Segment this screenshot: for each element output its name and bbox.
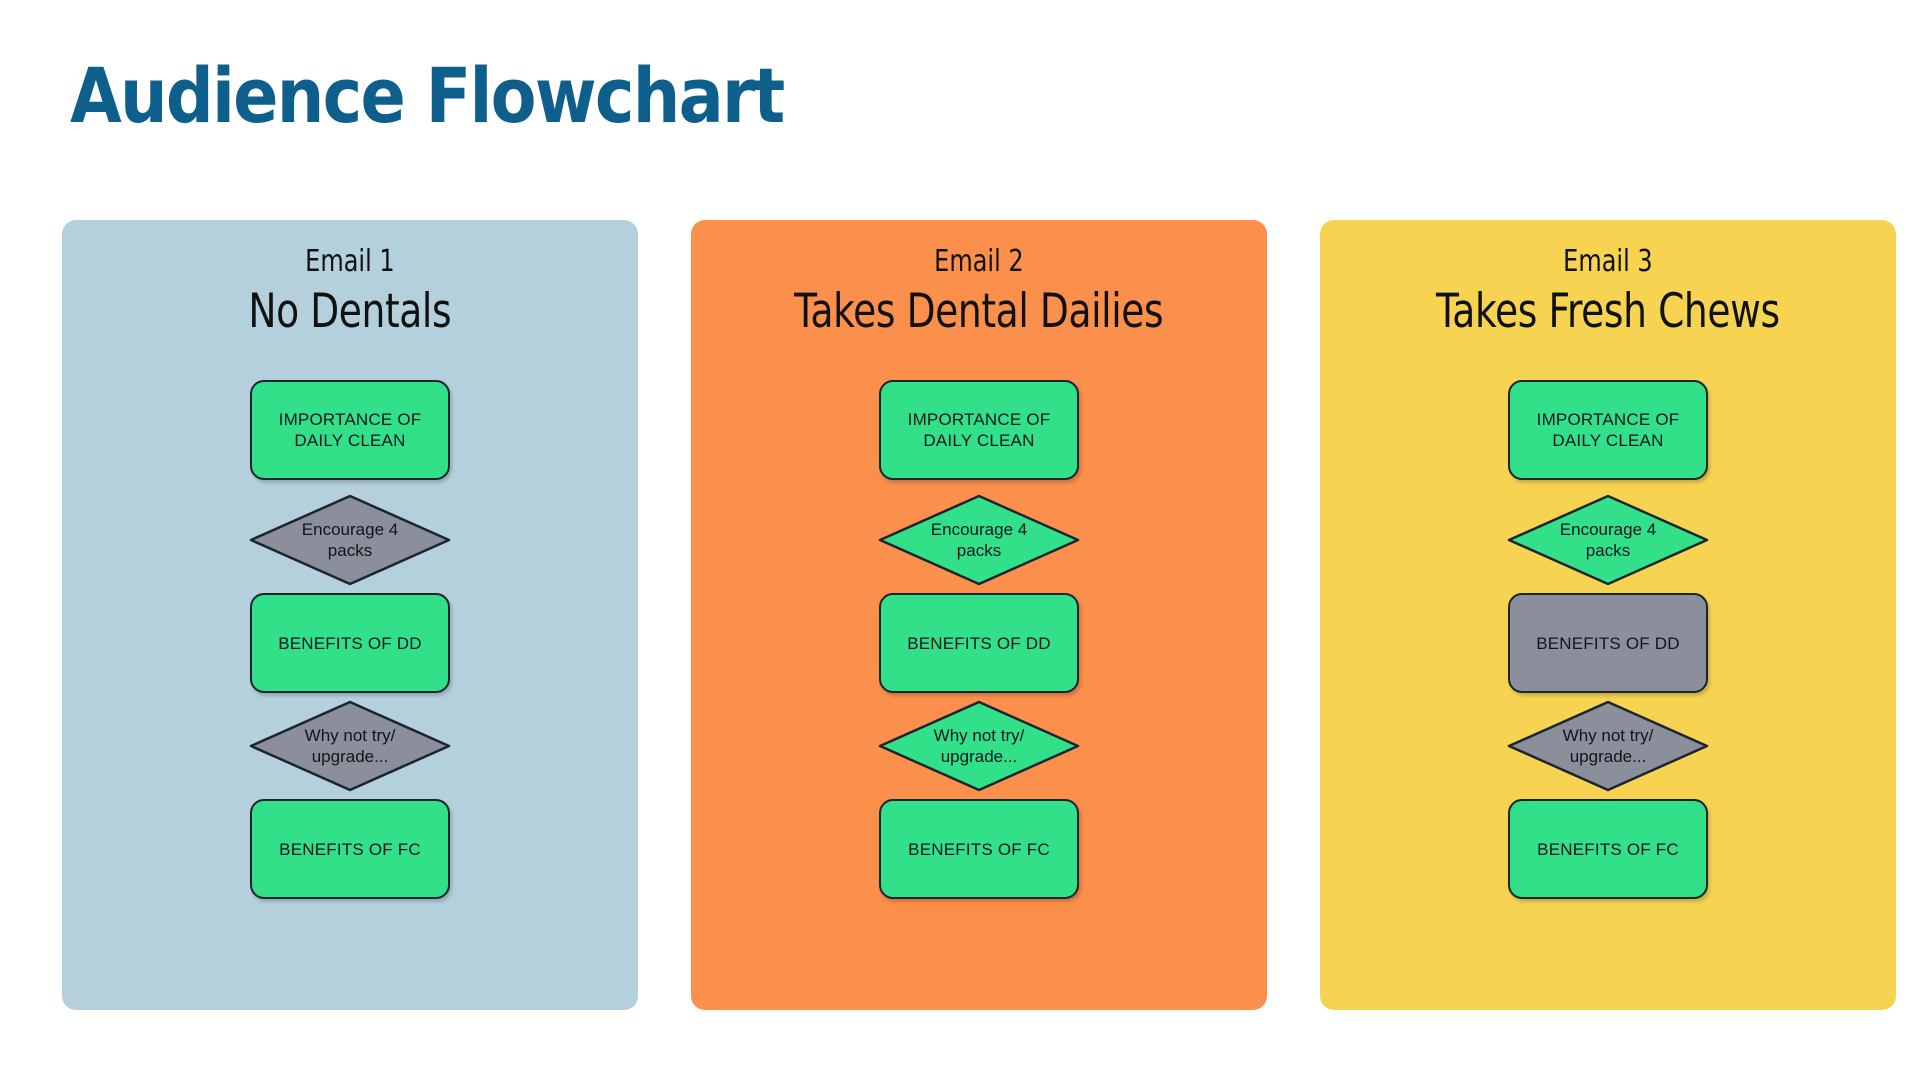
flow-node-label: Encourage 4 packs xyxy=(301,520,399,561)
column-eyebrow: Email 3 xyxy=(1563,244,1653,279)
diamond-shape-icon xyxy=(878,495,1080,586)
flow-stack: IMPORTANCE OF DAILY CLEAN Encourage 4 pac… xyxy=(1507,380,1709,900)
diamond-shape-icon xyxy=(878,701,1080,792)
flow-node-label: IMPORTANCE OF DAILY CLEAN xyxy=(907,410,1051,451)
flow-node-box[interactable]: BENEFITS OF FC xyxy=(879,799,1079,900)
flow-node-box[interactable]: BENEFITS OF FC xyxy=(250,799,450,900)
flow-node-box[interactable]: BENEFITS OF DD xyxy=(250,593,450,694)
flow-node-label: Encourage 4 packs xyxy=(1559,520,1657,561)
flow-node-box[interactable]: BENEFITS OF DD xyxy=(1508,593,1708,694)
diamond-shape-icon xyxy=(249,495,451,586)
flow-node-label: BENEFITS OF DD xyxy=(907,633,1051,653)
flow-node-diamond[interactable]: Why not try/ upgrade... xyxy=(1507,700,1709,792)
diamond-shape-icon xyxy=(249,701,451,792)
column-heading: No Dentals xyxy=(248,284,452,339)
flow-node-diamond[interactable]: Why not try/ upgrade... xyxy=(878,700,1080,792)
flow-node-label: Encourage 4 packs xyxy=(930,520,1028,561)
flow-node-label: BENEFITS OF FC xyxy=(1537,839,1679,859)
diamond-shape-icon xyxy=(1507,495,1709,586)
flow-node-label: BENEFITS OF FC xyxy=(279,839,421,859)
flow-node-box[interactable]: IMPORTANCE OF DAILY CLEAN xyxy=(879,380,1079,481)
flow-node-label: Why not try/ upgrade... xyxy=(933,726,1025,767)
flow-node-label: Why not try/ upgrade... xyxy=(1562,726,1654,767)
flow-node-label: BENEFITS OF DD xyxy=(278,633,422,653)
flow-node-label: IMPORTANCE OF DAILY CLEAN xyxy=(278,410,422,451)
flow-node-diamond[interactable]: Encourage 4 packs xyxy=(878,494,1080,586)
page-title: Audience Flowchart xyxy=(70,51,785,140)
flow-node-label: BENEFITS OF FC xyxy=(908,839,1050,859)
flow-node-box[interactable]: IMPORTANCE OF DAILY CLEAN xyxy=(250,380,450,481)
flow-node-diamond[interactable]: Why not try/ upgrade... xyxy=(249,700,451,792)
diamond-shape-icon xyxy=(1507,701,1709,792)
flow-node-label: Why not try/ upgrade... xyxy=(304,726,396,767)
flow-node-diamond[interactable]: Encourage 4 packs xyxy=(1507,494,1709,586)
flow-stack: IMPORTANCE OF DAILY CLEAN Encourage 4 pac… xyxy=(249,380,451,900)
column-heading: Takes Dental Dailies xyxy=(794,284,1164,339)
flow-node-box[interactable]: IMPORTANCE OF DAILY CLEAN xyxy=(1508,380,1708,481)
column-eyebrow: Email 2 xyxy=(934,244,1024,279)
flow-stack: IMPORTANCE OF DAILY CLEAN Encourage 4 pac… xyxy=(878,380,1080,900)
column-heading: Takes Fresh Chews xyxy=(1436,284,1780,339)
flow-node-diamond[interactable]: Encourage 4 packs xyxy=(249,494,451,586)
flow-node-label: IMPORTANCE OF DAILY CLEAN xyxy=(1536,410,1680,451)
flow-node-box[interactable]: BENEFITS OF DD xyxy=(879,593,1079,694)
flow-node-label: BENEFITS OF DD xyxy=(1536,633,1680,653)
column-eyebrow: Email 1 xyxy=(305,244,395,279)
flow-node-box[interactable]: BENEFITS OF FC xyxy=(1508,799,1708,900)
